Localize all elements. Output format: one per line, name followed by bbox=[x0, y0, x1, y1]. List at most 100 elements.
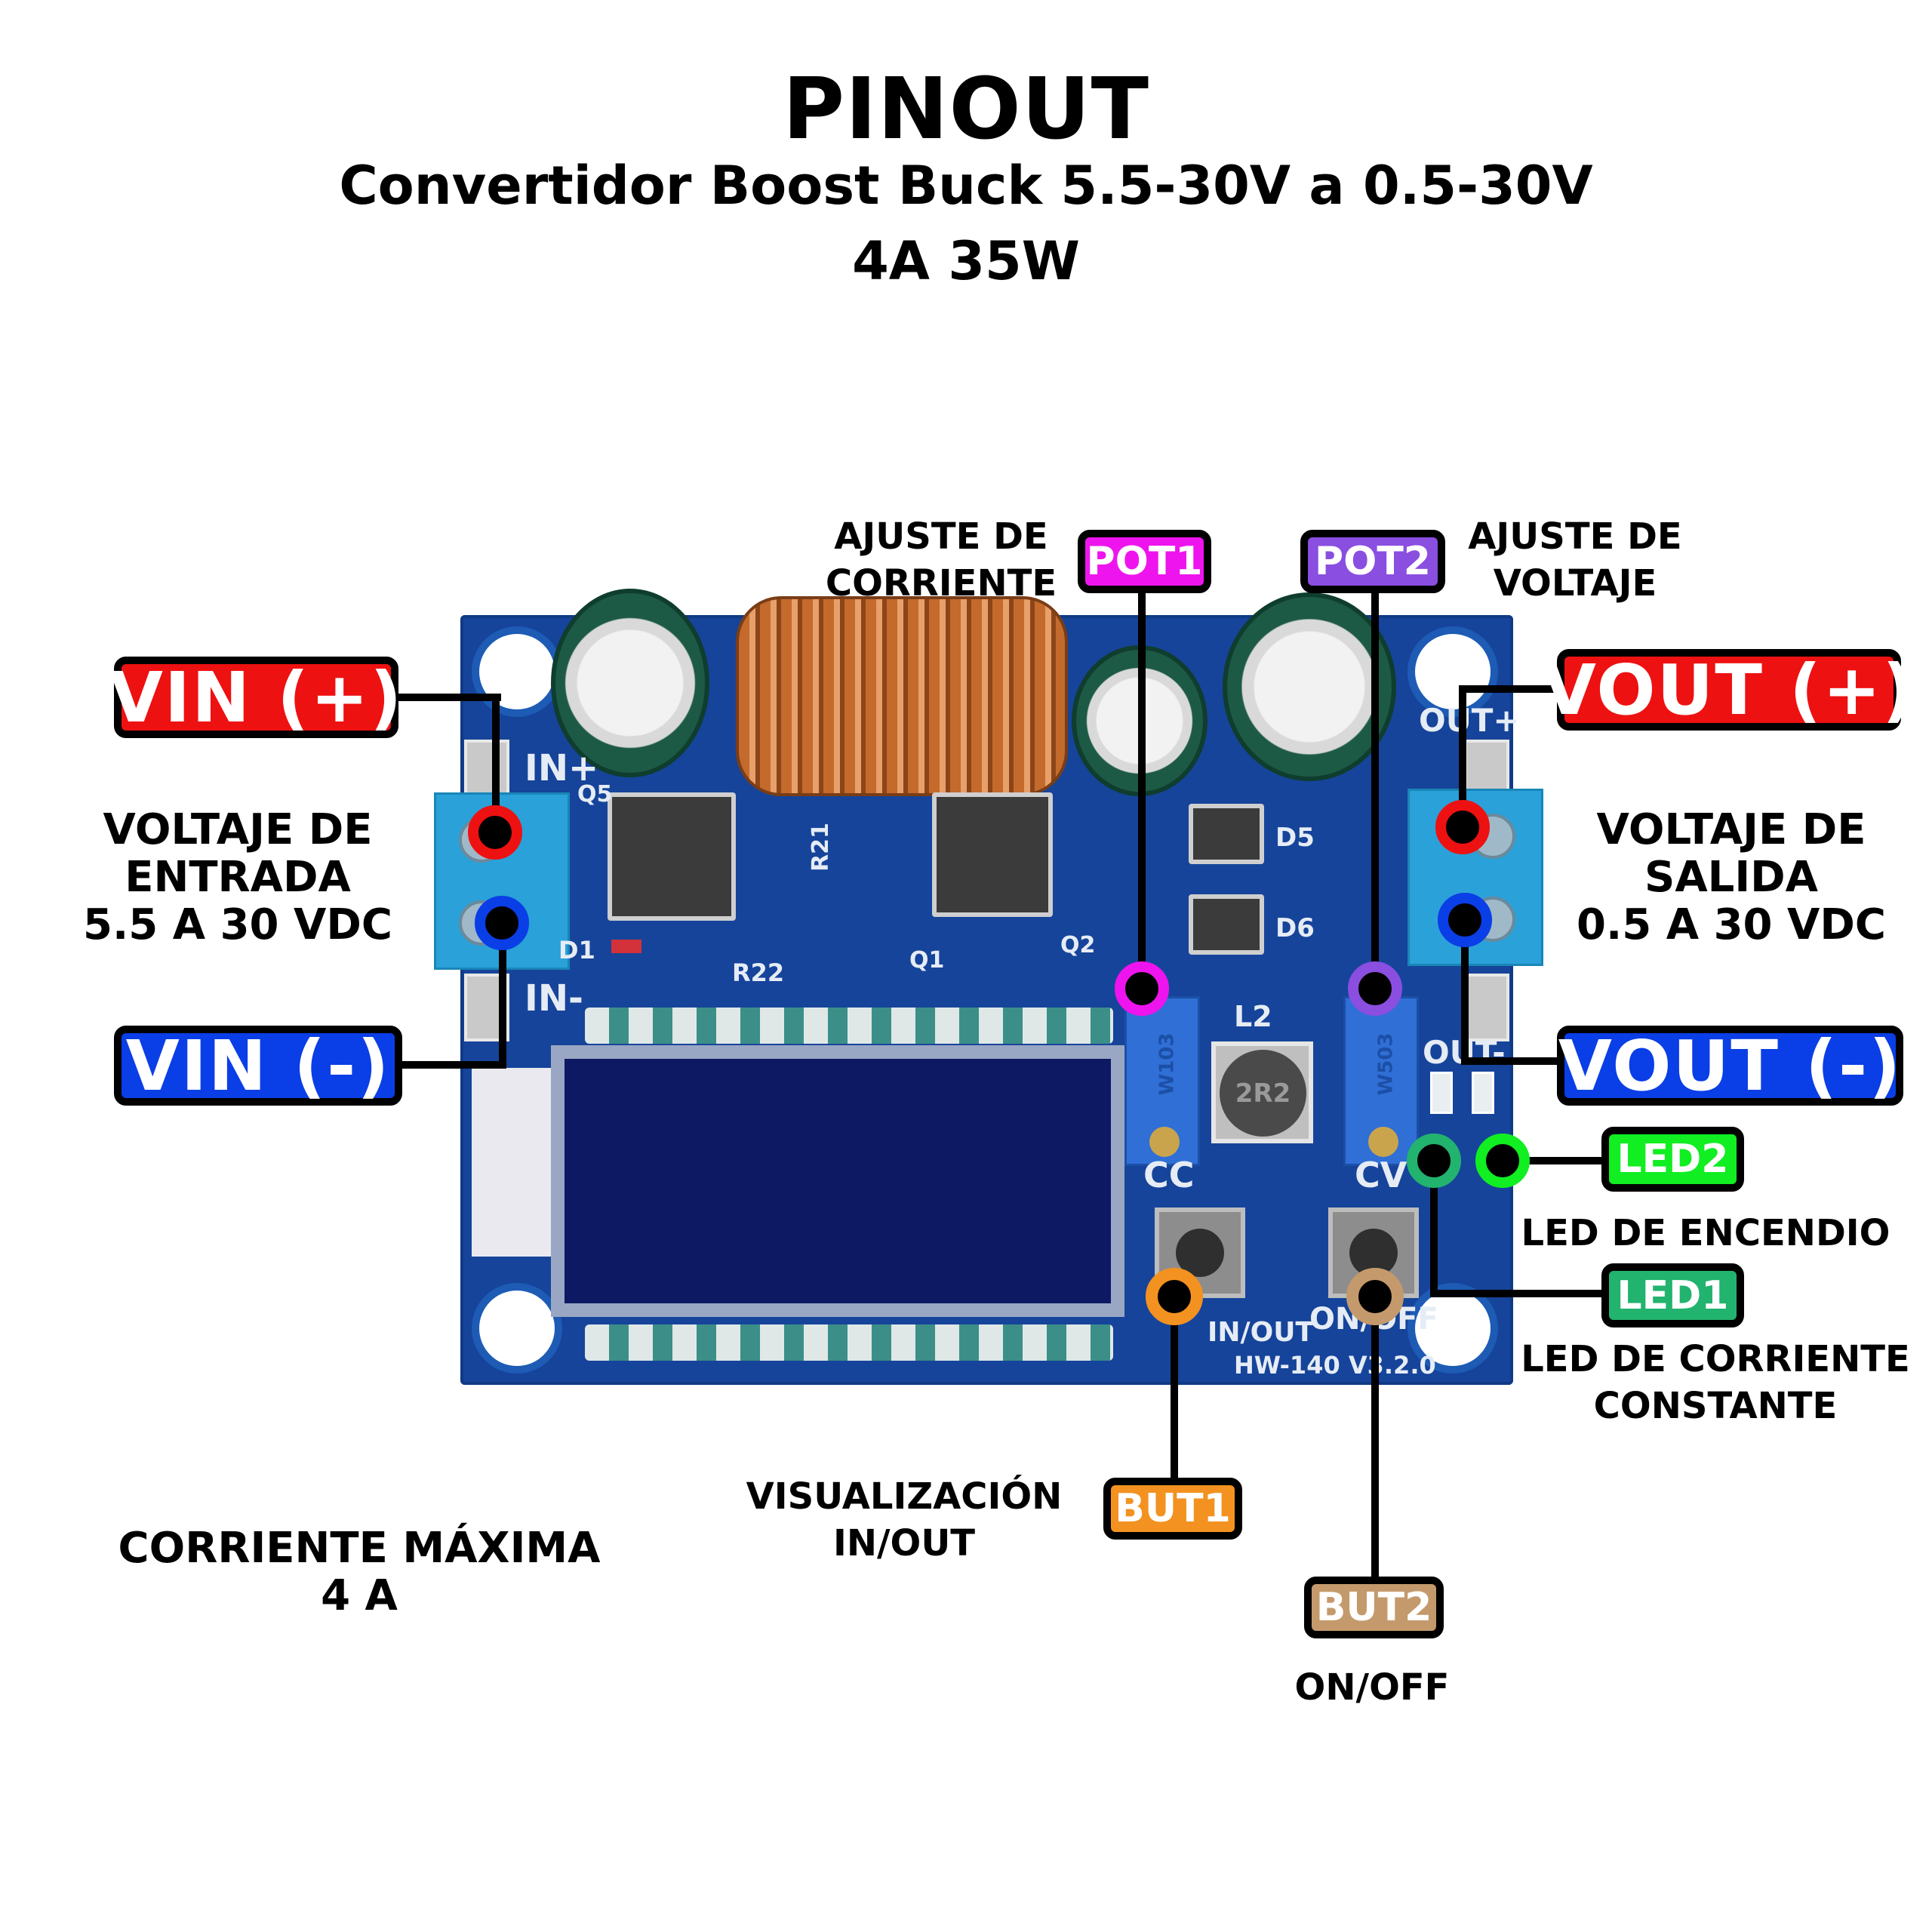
tag-led2: LED2 bbox=[1601, 1127, 1744, 1192]
pin-dot-led2[interactable] bbox=[1475, 1134, 1530, 1188]
caption-but2: ON/OFF bbox=[1294, 1666, 1450, 1709]
caption-line: VOLTAJE DE bbox=[1596, 805, 1866, 854]
solder-pad bbox=[1464, 974, 1509, 1041]
mounting-hole bbox=[1415, 634, 1491, 709]
trimpot-screw bbox=[1368, 1127, 1398, 1157]
caption-line: VISUALIZACIÓN bbox=[746, 1475, 1063, 1518]
caption-line: VOLTAJE DE bbox=[103, 805, 373, 854]
pin-dot-vout-plus[interactable] bbox=[1435, 800, 1490, 854]
mounting-hole bbox=[479, 1291, 555, 1366]
smd-led1 bbox=[1430, 1072, 1453, 1114]
pin-dot-but1[interactable] bbox=[1146, 1268, 1203, 1325]
leader-but1 bbox=[1171, 1297, 1178, 1481]
mosfet-q5 bbox=[608, 792, 736, 921]
caption-output-voltage: VOLTAJE DE SALIDA 0.5 A 30 VDC bbox=[1577, 806, 1886, 949]
trimpot-screw bbox=[1149, 1127, 1180, 1157]
caption-line: VOLTAJE bbox=[1493, 562, 1657, 605]
silk-in-plus: IN+ bbox=[525, 747, 599, 789]
pin-dot-but2[interactable] bbox=[1346, 1268, 1404, 1325]
page-title: PINOUT bbox=[782, 60, 1150, 158]
lcd-pins-top bbox=[585, 1008, 1113, 1044]
leader-vout-minus bbox=[1461, 920, 1469, 1065]
pin-dot-vin-minus[interactable] bbox=[475, 896, 529, 950]
leader-pot2 bbox=[1371, 592, 1379, 989]
caption-line: AJUSTE DE bbox=[1468, 515, 1682, 558]
page-subtitle-rating: 4A 35W bbox=[852, 230, 1080, 292]
caption-line: IN/OUT bbox=[832, 1522, 976, 1564]
caption-line: 5.5 A 30 VDC bbox=[83, 900, 392, 949]
silk-l2: L2 bbox=[1234, 1000, 1272, 1033]
caption-line: 4 A bbox=[321, 1571, 398, 1620]
tag-vout-plus: VOUT (+) bbox=[1542, 649, 1916, 731]
caption-line: CORRIENTE MÁXIMA bbox=[118, 1524, 601, 1573]
caption-line: SALIDA bbox=[1644, 853, 1819, 902]
silk-d6: D6 bbox=[1275, 913, 1315, 943]
tag-but2: BUT2 bbox=[1304, 1577, 1444, 1638]
leader-led1 bbox=[1430, 1290, 1604, 1297]
pin-dot-led1[interactable] bbox=[1407, 1134, 1461, 1188]
leader-vin-plus bbox=[492, 694, 500, 834]
silk-r21: R21 bbox=[807, 823, 834, 872]
lcd-display bbox=[551, 1045, 1124, 1317]
toroid-inductor bbox=[736, 596, 1068, 796]
electrolytic-capacitor bbox=[1223, 592, 1396, 781]
caption-line: 0.5 A 30 VDC bbox=[1577, 900, 1886, 949]
silk-in-out: IN/OUT bbox=[1208, 1317, 1315, 1348]
diode-d1 bbox=[611, 940, 641, 953]
pin-dot-pot2[interactable] bbox=[1348, 961, 1402, 1016]
leader-vout-plus bbox=[1459, 685, 1561, 693]
silk-pot2-marking: W503 bbox=[1374, 1032, 1398, 1096]
caption-line: AJUSTE DE bbox=[834, 515, 1048, 558]
tag-vout-minus: VOUT (-) bbox=[1557, 1025, 1903, 1106]
caption-but1: VISUALIZACIÓN IN/OUT bbox=[746, 1473, 1063, 1567]
leader-vin-plus bbox=[398, 694, 501, 701]
silk-cc: CC bbox=[1143, 1155, 1195, 1195]
leader-but2 bbox=[1371, 1297, 1379, 1580]
leader-vout-plus bbox=[1459, 685, 1466, 829]
smd-led2 bbox=[1472, 1072, 1494, 1114]
converter-board: IN+ IN- OUT+ OUT- Q5 R21 D1 R22 Q1 Q2 D5… bbox=[434, 589, 1543, 1385]
caption-led2: LED DE ENCENDIO bbox=[1521, 1212, 1890, 1254]
leader-pot1 bbox=[1138, 592, 1146, 989]
caption-current-adjust: AJUSTE DE CORRIENTE bbox=[826, 513, 1057, 607]
silk-model: HW-140 V3.2.0 bbox=[1234, 1351, 1436, 1380]
silk-cv: CV bbox=[1355, 1155, 1407, 1195]
diode-d5 bbox=[1189, 804, 1264, 864]
caption-line: CORRIENTE bbox=[825, 562, 1057, 605]
trimpot-pot2 bbox=[1343, 996, 1419, 1166]
page-subtitle: Convertidor Boost Buck 5.5-30V a 0.5-30V bbox=[339, 155, 1593, 217]
silk-in-minus: IN- bbox=[525, 977, 583, 1020]
inductor-code: 2R2 bbox=[1220, 1050, 1306, 1137]
tag-but1: BUT1 bbox=[1103, 1478, 1242, 1540]
caption-line: LED DE CORRIENTE bbox=[1521, 1338, 1910, 1380]
tag-pot1: POT1 bbox=[1078, 530, 1211, 593]
electrolytic-capacitor bbox=[551, 589, 709, 777]
mosfet-q1q2 bbox=[932, 792, 1053, 917]
leader-vin-minus bbox=[402, 1061, 506, 1069]
caption-input-voltage: VOLTAJE DE ENTRADA 5.5 A 30 VDC bbox=[83, 806, 392, 949]
silk-d1: D1 bbox=[558, 936, 595, 964]
pin-dot-vout-minus[interactable] bbox=[1438, 893, 1492, 947]
caption-led1: LED DE CORRIENTE CONSTANTE bbox=[1521, 1336, 1910, 1429]
tag-pot2: POT2 bbox=[1300, 530, 1445, 593]
leader-led1 bbox=[1430, 1161, 1438, 1294]
caption-max-current: CORRIENTE MÁXIMA 4 A bbox=[118, 1524, 601, 1620]
leader-led2 bbox=[1503, 1157, 1604, 1164]
caption-line: CONSTANTE bbox=[1593, 1385, 1838, 1427]
leader-vin-minus bbox=[499, 923, 506, 1069]
silk-q2: Q2 bbox=[1060, 932, 1096, 958]
silk-q5: Q5 bbox=[577, 781, 613, 808]
silk-pot1-marking: W103 bbox=[1155, 1032, 1179, 1096]
pin-dot-vin-plus[interactable] bbox=[468, 805, 522, 860]
pin-dot-pot1[interactable] bbox=[1115, 961, 1169, 1016]
leader-vout-minus bbox=[1461, 1057, 1561, 1065]
silk-d5: D5 bbox=[1275, 823, 1315, 853]
silk-out-plus: OUT+ bbox=[1419, 702, 1520, 739]
tag-led1: LED1 bbox=[1601, 1263, 1744, 1327]
smd-inductor-l2: 2R2 bbox=[1211, 1041, 1313, 1143]
caption-voltage-adjust: AJUSTE DE VOLTAJE bbox=[1468, 513, 1681, 607]
tag-vin-minus: VIN (-) bbox=[114, 1026, 402, 1106]
tag-vin-plus: VIN (+) bbox=[109, 657, 404, 738]
diode-d6 bbox=[1189, 894, 1264, 955]
silk-q1: Q1 bbox=[909, 947, 945, 974]
